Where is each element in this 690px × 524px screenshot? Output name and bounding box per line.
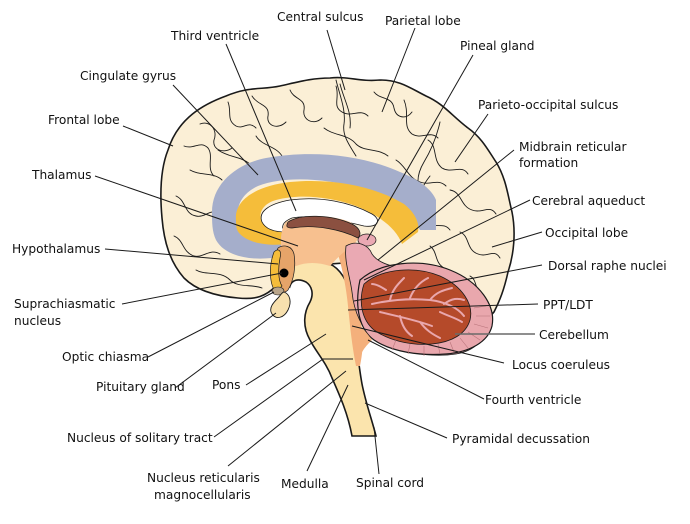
label-midbrain-reticular-formation-2: formation	[519, 156, 578, 170]
suprachiasmatic-nucleus-dot	[279, 268, 289, 278]
label-spinal-cord: Spinal cord	[356, 476, 424, 490]
label-central-sulcus: Central sulcus	[277, 10, 364, 24]
fourth-ventricle-shape	[355, 320, 372, 364]
leader-thalamus	[94, 175, 299, 247]
label-fourth-ventricle: Fourth ventricle	[485, 393, 581, 407]
leader-ppt-ldt	[347, 303, 539, 311]
leader-optic-chiasma	[147, 291, 275, 358]
leader-fourth-ventricle	[367, 339, 485, 400]
leader-cingulate-gyrus	[172, 84, 259, 176]
pituitary-gland-shape	[270, 291, 291, 318]
lamina-terminalis	[270, 249, 283, 293]
label-optic-chiasma: Optic chiasma	[62, 350, 149, 364]
leader-dorsal-raphe	[353, 264, 543, 302]
leader-solitary-tract	[213, 358, 353, 438]
leader-cerebral-aqueduct	[363, 199, 531, 281]
leader-spinal-cord	[373, 426, 380, 475]
cerebellum-hatching	[391, 305, 490, 356]
label-parietal-lobe: Parietal lobe	[385, 14, 461, 28]
label-parieto-occipital-sulcus: Parieto-occipital sulcus	[478, 98, 618, 112]
label-nucleus-reticularis-2: magnocellularis	[154, 488, 251, 502]
leader-pineal-gland	[366, 54, 474, 241]
leader-hypothalamus	[104, 248, 279, 265]
label-pyramidal-decussation: Pyramidal decussation	[452, 432, 590, 446]
label-thalamus: Thalamus	[31, 168, 91, 182]
label-cerebellum: Cerebellum	[539, 328, 609, 342]
central-sulcus-groove	[335, 79, 357, 157]
leader-scn	[121, 272, 283, 305]
label-occipital-lobe: Occipital lobe	[545, 226, 628, 240]
cingulate-gyrus-band	[212, 154, 436, 259]
corpus-callosum	[235, 180, 419, 245]
label-locus-coeruleus: Locus coeruleus	[512, 358, 610, 372]
label-midbrain-reticular-formation: Midbrain reticular	[519, 140, 628, 154]
leader-nucleus-reticularis	[227, 370, 347, 467]
leader-parieto-occipital	[454, 113, 489, 163]
leader-pyramidal-decussation	[364, 402, 448, 439]
label-suprachiasmatic-nucleus-2: nucleus	[14, 314, 61, 328]
label-hypothalamus: Hypothalamus	[12, 242, 100, 256]
label-cerebral-aqueduct: Cerebral aqueduct	[532, 194, 645, 208]
leader-medulla	[306, 384, 349, 472]
labels: Central sulcus Parietal lobe Third ventr…	[12, 10, 667, 502]
label-pituitary-gland: Pituitary gland	[96, 380, 185, 394]
leader-locus-coeruleus	[351, 325, 505, 364]
label-pineal-gland: Pineal gland	[460, 39, 534, 53]
label-dorsal-raphe-nuclei: Dorsal raphe nuclei	[548, 259, 667, 273]
leader-central-sulcus	[326, 29, 346, 91]
optic-chiasma-shape	[271, 286, 285, 296]
leader-lines	[94, 27, 543, 475]
leader-occipital-lobe	[491, 231, 543, 248]
leader-frontal-lobe	[122, 125, 174, 147]
label-cingulate-gyrus: Cingulate gyrus	[80, 69, 176, 83]
arbor-vitae	[371, 277, 465, 339]
leader-midbrain-reticular	[377, 149, 515, 261]
label-third-ventricle: Third ventricle	[170, 29, 259, 43]
label-frontal-lobe: Frontal lobe	[48, 113, 120, 127]
leader-pons	[245, 333, 327, 386]
leader-pituitary-gland	[174, 312, 277, 389]
label-suprachiasmatic-nucleus: Suprachiasmatic	[14, 297, 116, 311]
label-medulla: Medulla	[281, 477, 329, 491]
third-ventricle-roof	[286, 215, 361, 239]
label-pons: Pons	[212, 378, 240, 392]
label-nucleus-reticularis: Nucleus reticularis	[147, 471, 260, 485]
label-ppt-ldt: PPT/LDT	[543, 298, 593, 312]
leader-third-ventricle	[225, 43, 297, 212]
label-nucleus-solitary-tract: Nucleus of solitary tract	[67, 431, 213, 445]
leader-parietal-lobe	[381, 27, 416, 113]
